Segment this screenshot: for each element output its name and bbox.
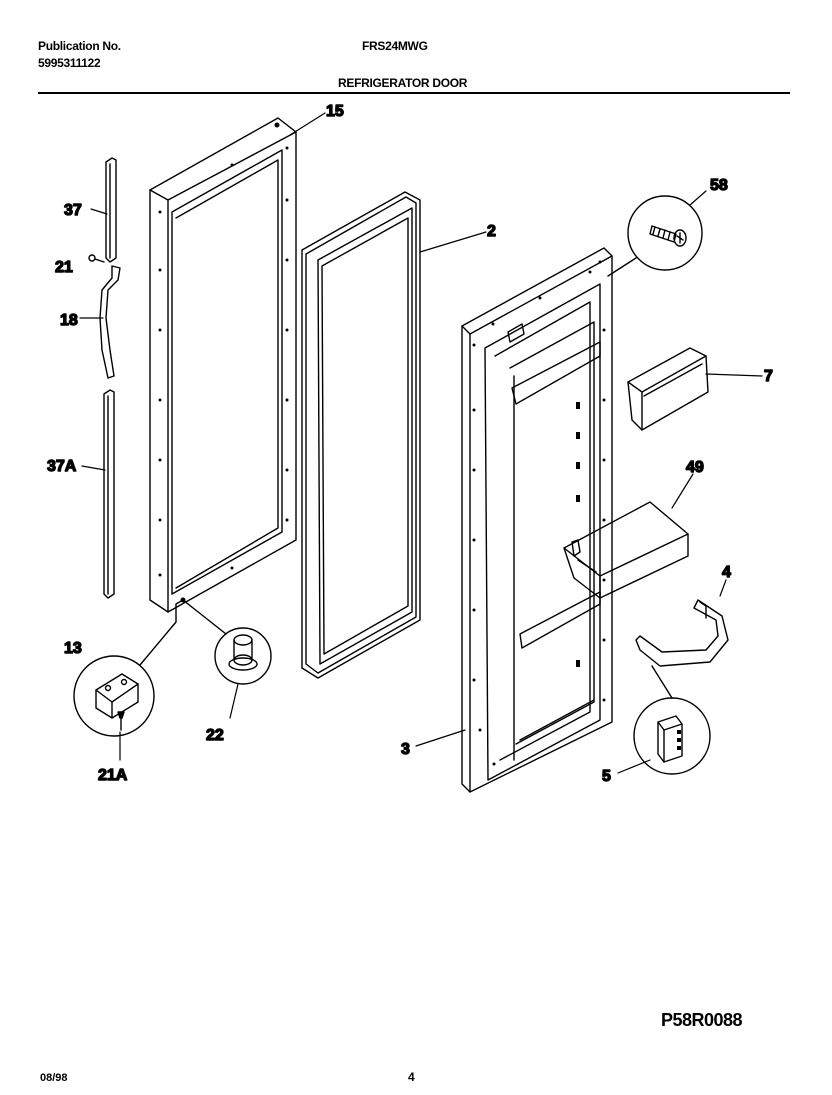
part-58-screw-detail	[607, 195, 703, 277]
callout-7: 7	[764, 368, 773, 385]
part-18-handle	[99, 265, 121, 379]
callout-37a: 37A	[47, 458, 77, 475]
callout-58: 58	[710, 177, 728, 194]
callout-4: 4	[722, 564, 731, 581]
part-37-trim	[105, 157, 117, 263]
page-number: 4	[408, 1070, 415, 1084]
leader-lines	[79, 112, 763, 774]
part-2-gasket	[301, 191, 421, 679]
part-15-frame	[149, 117, 297, 613]
part-13-hinge-detail	[73, 599, 184, 737]
part-5-clip-detail	[633, 665, 711, 775]
part-4-strap	[635, 599, 729, 667]
callout-15: 15	[326, 103, 344, 120]
callout-5: 5	[602, 768, 611, 785]
section-title: REFRIGERATOR DOOR	[338, 76, 468, 90]
callout-49: 49	[686, 459, 704, 476]
part-7-dairy-door	[627, 347, 709, 431]
callout-22: 22	[206, 727, 224, 744]
part-21-screw	[88, 254, 105, 263]
part-49-bin	[563, 501, 689, 599]
callout-18: 18	[60, 312, 78, 329]
callout-3: 3	[401, 741, 410, 758]
callout-2: 2	[487, 223, 496, 240]
callout-21: 21	[55, 259, 73, 276]
part-37a-trim	[103, 389, 115, 599]
callout-13: 13	[64, 640, 82, 657]
diagram-reference-code: P58R0088	[661, 1010, 743, 1030]
callout-21a: 21A	[98, 767, 128, 784]
header-rule	[38, 92, 790, 94]
part-3-door-liner	[461, 247, 613, 793]
publication-number: 5995311122	[38, 56, 101, 70]
part-22-bushing-detail	[182, 599, 272, 685]
publication-label: Publication No.	[38, 39, 121, 53]
callout-37: 37	[64, 202, 82, 219]
part-21a-screw	[117, 711, 125, 731]
revision-date: 08/98	[40, 1072, 68, 1084]
model-number: FRS24MWG	[362, 39, 428, 53]
